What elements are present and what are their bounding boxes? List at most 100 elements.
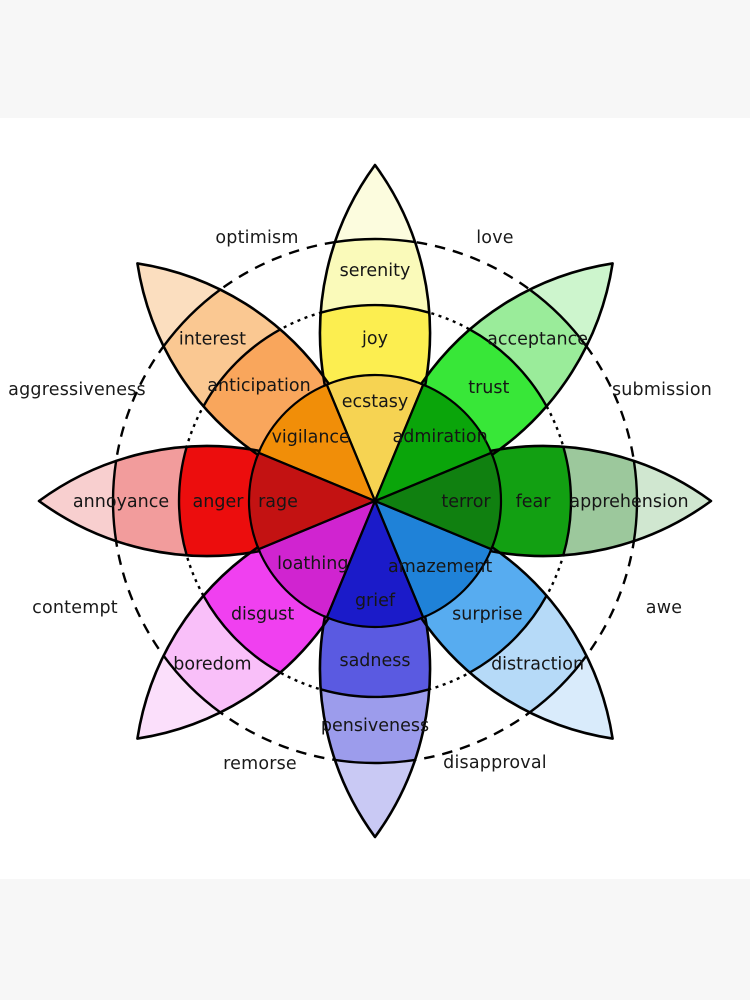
emotion-label-sadness: sadness (339, 651, 410, 671)
petal-anger (39, 445, 375, 557)
petal-stroke (632, 459, 639, 543)
petal-stroke (162, 288, 222, 348)
dyad-label-aggressiveness: aggressiveness (8, 380, 146, 400)
petal-stroke (468, 328, 548, 408)
emotion-label-disgust: disgust (231, 604, 294, 624)
emotion-label-anticipation: anticipation (207, 376, 310, 396)
emotion-label-loathing: loathing (277, 554, 348, 574)
emotion-label-pensiveness: pensiveness (321, 716, 429, 736)
petal-trust-band-intense (375, 384, 492, 501)
petal-stroke (468, 594, 548, 674)
petal-sadness-band-intense (326, 501, 424, 627)
petal-stroke (136, 262, 331, 457)
petal-trust-outline (373, 262, 614, 503)
petal-joy (320, 165, 430, 501)
petal-trust-band-middle (421, 329, 547, 455)
petal-anticipation-band-middle (203, 329, 329, 455)
dyad-label-contempt: contempt (32, 598, 118, 618)
petal-stroke (333, 237, 417, 244)
emotion-label-surprise: surprise (452, 604, 522, 624)
petal-sadness-outline (318, 499, 432, 839)
petal-stroke (489, 444, 713, 558)
emotion-label-distraction: distraction (491, 655, 584, 675)
petal-sadness (320, 501, 430, 837)
petal-stroke (318, 163, 432, 387)
emotion-label-boredom: boredom (173, 655, 251, 675)
petal-stroke (373, 499, 493, 619)
petal-stroke (333, 758, 417, 765)
petal-stroke (37, 444, 261, 558)
petal-disgust-band-outer (163, 595, 281, 713)
petal-fear-band-outer (563, 446, 637, 556)
emotion-label-rage: rage (258, 492, 298, 512)
petal-anger-band-tip (39, 460, 117, 542)
petal-anger-band-outer (113, 446, 187, 556)
petal-surprise-outline (373, 499, 614, 740)
emotion-label-acceptance: acceptance (487, 329, 588, 349)
dyad-label-optimism: optimism (215, 228, 299, 248)
petal-joy-band-middle (320, 305, 430, 386)
dyad-label-disapproval: disapproval (443, 753, 547, 773)
petal-stroke (528, 288, 588, 348)
petal-stroke (318, 615, 432, 839)
emotion-label-joy: joy (361, 329, 388, 349)
petal-stroke (247, 451, 377, 551)
petal-anger-band-middle (179, 445, 260, 557)
petal-stroke (562, 445, 573, 557)
petal-fear-band-intense (375, 452, 502, 550)
top-gray-band (0, 0, 750, 118)
petal-stroke (111, 459, 118, 543)
dyad-label-submission: submission (611, 380, 713, 400)
petal-joy-band-intense (326, 375, 424, 501)
petal-disgust-band-middle (203, 547, 329, 673)
bottom-gray-band (0, 879, 750, 1000)
petal-trust-band-tip (529, 263, 613, 347)
petal-surprise-band-outer (469, 595, 587, 713)
emotion-label-ecstasy: ecstasy (342, 392, 409, 412)
emotion-label-apprehension: apprehension (569, 492, 688, 512)
petal-fear-band-tip (633, 460, 711, 542)
petal-stroke (325, 373, 425, 503)
petal-stroke (319, 688, 431, 699)
petal-surprise-band-middle (421, 547, 547, 673)
dyad-label-remorse: remorse (223, 754, 297, 774)
petal-stroke (419, 545, 614, 740)
petal-stroke (136, 545, 331, 740)
petal-surprise (375, 501, 613, 739)
petal-stroke (325, 499, 425, 629)
petal-stroke (202, 328, 282, 408)
emotion-label-annoyance: annoyance (73, 492, 169, 512)
petal-trust-band-outer (469, 289, 587, 407)
petal-fear-outline (373, 444, 713, 558)
petal-surprise-band-intense (375, 501, 492, 618)
petal-anticipation-band-tip (137, 263, 221, 347)
emotion-label-anger: anger (193, 492, 245, 512)
emotion-label-terror: terror (441, 492, 491, 512)
petal-stroke (202, 594, 282, 674)
petal-sadness-band-middle (320, 616, 430, 697)
petal-trust (375, 263, 613, 501)
dyad-label-love: love (476, 228, 514, 248)
petal-stroke (419, 262, 614, 457)
emotion-label-trust: trust (468, 378, 509, 398)
petal-fear (375, 445, 711, 557)
petal-stroke (319, 303, 431, 314)
petal-disgust-outline (136, 499, 377, 740)
petal-fear-band-middle (490, 445, 571, 557)
petal-anger-outline (37, 444, 377, 558)
petal-stroke (528, 654, 588, 714)
petal-joy-outline (318, 163, 432, 503)
emotion-label-serenity: serenity (340, 261, 411, 281)
petal-stroke (177, 445, 188, 557)
petal-joy-band-tip (334, 165, 416, 243)
petal-stroke (373, 451, 503, 551)
petal-sadness-band-tip (334, 759, 416, 837)
emotion-label-interest: interest (179, 329, 246, 349)
emotion-label-grief: grief (355, 591, 396, 611)
petal-stroke (257, 499, 377, 619)
emotion-label-vigilance: vigilance (272, 428, 350, 448)
petal-surprise-band-tip (529, 655, 613, 739)
petal-stroke (162, 654, 222, 714)
